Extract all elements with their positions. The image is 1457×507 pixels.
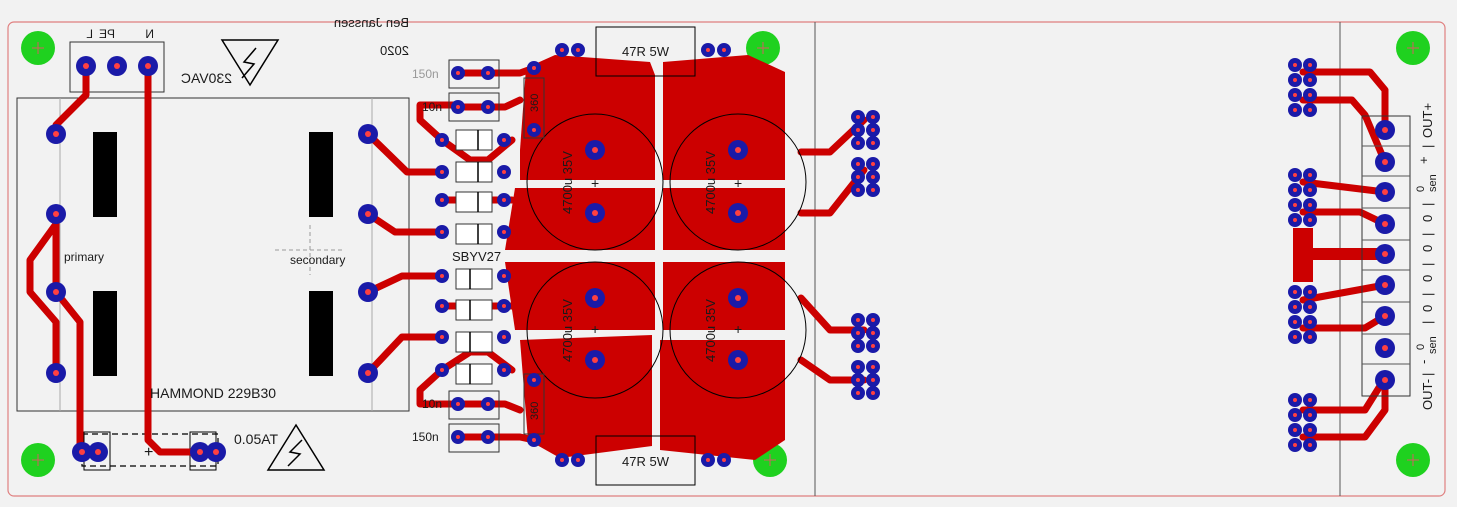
bleeder-resistor — [595, 26, 696, 77]
rectifier-diode — [455, 299, 493, 321]
capacitor-outline — [526, 113, 807, 399]
output-label-zero: 0 — [1420, 275, 1435, 282]
output-label-out-minus: OUT- — [1420, 379, 1435, 410]
terminal-label-pe: PE — [99, 27, 115, 41]
capacitor-polarity-3: + — [591, 321, 599, 337]
mains-terminal-block — [69, 41, 165, 93]
terminal-label-l: L — [86, 27, 93, 41]
capacitor-value-label-1: 4700u 35V — [560, 151, 575, 214]
transformer-outline — [16, 97, 410, 412]
output-label-zero: 0 — [1420, 305, 1435, 312]
output-terminal-block — [1361, 115, 1411, 397]
mounting-hole — [20, 30, 56, 66]
diode-type-label: SBYV27 — [452, 249, 501, 264]
snubber-capacitor — [448, 59, 500, 89]
snubber-capacitor — [448, 390, 500, 420]
output-label-zero-sen-plus: 0 — [1415, 186, 1427, 192]
secondary-winding — [309, 291, 333, 376]
terminal-label-n: N — [145, 27, 154, 41]
output-sep: | — [1420, 233, 1435, 236]
ground-plane — [1300, 248, 1385, 260]
fuse-polarity-label: + — [144, 444, 153, 461]
snubber-resistor — [523, 77, 545, 139]
snubber-capacitor — [448, 92, 500, 122]
capacitor-value-label-3: 4700u 35V — [560, 299, 575, 362]
output-sep: | — [1420, 145, 1435, 148]
bleeder-resistor-label-1: 47R 5W — [622, 44, 670, 59]
capacitor-polarity-1: + — [591, 175, 599, 191]
rectifier-diode — [455, 161, 493, 183]
snubber-cap-label-3: 10n — [422, 397, 442, 411]
snubber-res-label-2: 360 — [529, 402, 541, 420]
output-label-minus: - — [1416, 360, 1431, 364]
output-label-zero: 0 — [1420, 245, 1435, 252]
capacitor-polarity-4: + — [734, 321, 742, 337]
transformer-model-label: HAMMOND 229B30 — [150, 385, 276, 401]
output-label-zero: 0 — [1420, 215, 1435, 222]
mounting-hole — [1395, 442, 1431, 478]
rectifier-diode — [455, 223, 493, 245]
board-outline — [7, 21, 1446, 497]
snubber-res-label-1: 360 — [529, 94, 541, 112]
rectifier-diode — [455, 268, 493, 290]
output-label-out-plus: OUT+ — [1420, 103, 1435, 138]
rectifier-diode — [455, 191, 493, 213]
rectifier-diode — [455, 331, 493, 353]
primary-winding — [93, 132, 117, 217]
header-pins — [851, 58, 1317, 452]
secondary-winding — [309, 132, 333, 217]
output-label-zero-sen: 0 — [1415, 344, 1427, 350]
primary-winding — [93, 291, 117, 376]
output-label-sen-plus: sen — [1427, 174, 1439, 192]
output-sep: | — [1420, 321, 1435, 324]
mounting-hole — [20, 442, 56, 478]
output-sep: | — [1420, 263, 1435, 266]
fuse-rating-label: 0.05AT — [234, 431, 279, 447]
author-label: Ben Janssen — [334, 15, 409, 30]
rectifier-diode — [455, 363, 493, 385]
output-label-sen-minus: sen — [1427, 336, 1439, 354]
transformer-primary-label: primary — [64, 250, 104, 264]
snubber-cap-label-4: 150n — [412, 430, 439, 444]
snubber-capacitor — [448, 423, 500, 453]
bleeder-resistor — [595, 435, 696, 486]
mains-voltage-label: 230VAC — [181, 70, 232, 86]
capacitor-copper-pour — [505, 55, 785, 460]
output-sep: | — [1420, 373, 1435, 376]
capacitor-polarity-2: + — [734, 175, 742, 191]
output-sep: | — [1420, 293, 1435, 296]
year-label: 2020 — [380, 43, 409, 58]
bleeder-resistor-label-2: 47R 5W — [622, 454, 670, 469]
hv-warning-icon — [220, 39, 280, 87]
capacitor-value-label-2: 4700u 35V — [703, 151, 718, 214]
snubber-cap-label-1: 150n — [412, 67, 439, 81]
output-label-plus: + — [1416, 156, 1431, 164]
capacitor-value-label-4: 4700u 35V — [703, 299, 718, 362]
output-sep: | — [1420, 203, 1435, 206]
mounting-hole — [1395, 30, 1431, 66]
transformer-secondary-label: secondary — [290, 253, 345, 267]
snubber-cap-label-2: 10n — [422, 100, 442, 114]
hv-warning-icon — [266, 423, 326, 471]
rectifier-diode — [455, 129, 493, 151]
